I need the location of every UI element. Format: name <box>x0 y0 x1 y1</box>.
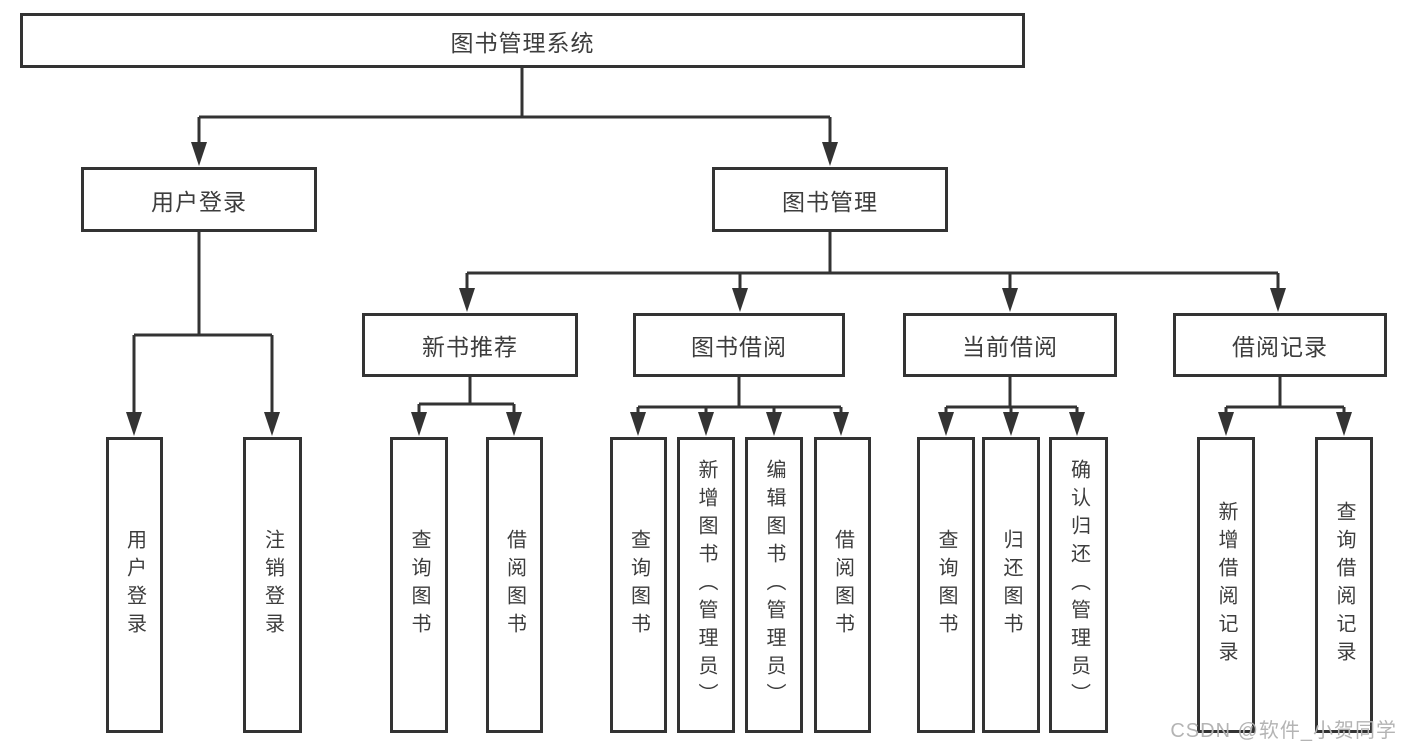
node-root: 图书管理系统 <box>20 13 1025 68</box>
connector-user-login-children <box>126 232 280 436</box>
leaf-br-add-record: 新增借阅记录 <box>1197 437 1255 733</box>
leaf-logout: 注销登录 <box>243 437 302 733</box>
leaf-rec-borrow-book: 借阅图书 <box>486 437 543 733</box>
node-borrow-record: 借阅记录 <box>1173 313 1387 377</box>
leaf-cb-return-book: 归还图书 <box>982 437 1040 733</box>
connector-new-book-rec-children <box>411 377 522 436</box>
leaf-cb-query-book: 查询图书 <box>917 437 975 733</box>
leaf-bb-borrow-book: 借阅图书 <box>814 437 871 733</box>
leaf-bb-add-book: 新增图书（管理员） <box>677 437 735 733</box>
leaf-bb-query-book: 查询图书 <box>610 437 667 733</box>
connector-current-borrow-children <box>938 377 1085 436</box>
node-book-borrow: 图书借阅 <box>633 313 845 377</box>
leaf-user-login: 用户登录 <box>106 437 163 733</box>
connector-root-to-level2 <box>191 68 838 166</box>
leaf-cb-confirm-return: 确认归还（管理员） <box>1049 437 1108 733</box>
leaf-bb-edit-book: 编辑图书（管理员） <box>745 437 803 733</box>
connector-book-borrow-children <box>630 377 849 436</box>
csdn-watermark: CSDN @软件_小贺同学 <box>1170 720 1397 742</box>
leaf-rec-query-book: 查询图书 <box>390 437 448 733</box>
connector-book-mgmt-to-level3 <box>459 232 1286 312</box>
node-book-mgmt: 图书管理 <box>712 167 948 232</box>
connector-borrow-record-children <box>1218 377 1352 436</box>
node-user-login: 用户登录 <box>81 167 317 232</box>
node-new-book-rec: 新书推荐 <box>362 313 578 377</box>
node-current-borrow: 当前借阅 <box>903 313 1117 377</box>
leaf-br-query-record: 查询借阅记录 <box>1315 437 1373 733</box>
